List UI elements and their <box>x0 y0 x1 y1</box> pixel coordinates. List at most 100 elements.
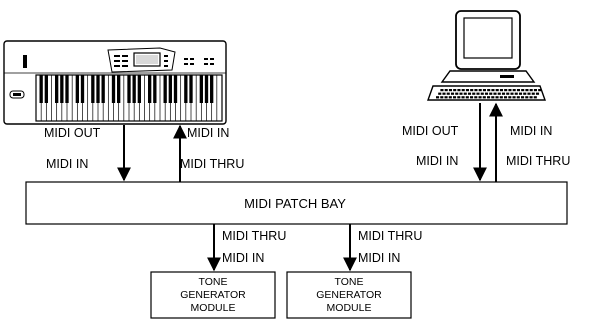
computer-base-unit <box>440 70 536 83</box>
computer-key <box>499 89 503 92</box>
computer-key <box>440 96 444 99</box>
piano-black-key <box>44 75 48 103</box>
piano-black-key <box>137 75 141 103</box>
piano-black-key <box>39 75 43 103</box>
computer-key <box>512 96 516 99</box>
computer-drive-slot <box>500 75 514 78</box>
computer-key <box>440 89 444 92</box>
module-1-line-1: TONE <box>199 276 228 288</box>
desktop-computer-icon <box>427 10 546 101</box>
module-2-midi-thru-label: MIDI THRU <box>358 229 422 243</box>
keyboard-slider <box>23 55 27 68</box>
computer-key <box>453 96 457 99</box>
computer-key <box>529 96 533 99</box>
piano-black-key <box>127 75 131 103</box>
piano-black-key <box>199 75 203 103</box>
computer-key <box>491 96 495 99</box>
computer-key <box>499 96 503 99</box>
computer-key <box>487 89 491 92</box>
piano-black-key <box>117 75 121 103</box>
patch-bay-thru-to-keyboard-label: MIDI THRU <box>180 157 244 171</box>
computer-key <box>436 96 440 99</box>
computer-key <box>489 92 493 95</box>
piano-black-key <box>111 75 116 103</box>
computer-keyboard-keys <box>436 89 542 99</box>
tone-generator-module-2 <box>286 271 412 319</box>
computer-key <box>510 92 514 95</box>
computer-key <box>521 96 525 99</box>
computer-key <box>514 92 518 95</box>
patch-bay-in-from-computer-label: MIDI IN <box>416 154 458 168</box>
pitch-wheel-grip <box>13 93 21 96</box>
computer-key <box>442 92 446 95</box>
computer-key <box>508 96 512 99</box>
computer-key <box>525 89 529 92</box>
piano-black-key <box>184 75 188 103</box>
module-2-line-3: MODULE <box>327 302 372 314</box>
computer-key <box>504 96 508 99</box>
computer-key <box>491 89 495 92</box>
piano-black-key <box>210 75 214 103</box>
piano-black-key <box>80 75 85 103</box>
module-2-line-1: TONE <box>335 276 364 288</box>
computer-key <box>457 89 461 92</box>
piano-black-key <box>91 75 95 103</box>
computer-key <box>478 96 482 99</box>
computer-key <box>459 92 463 95</box>
midi-patch-bay-label: MIDI PATCH BAY <box>244 196 346 211</box>
module-1-midi-in-label: MIDI IN <box>222 251 264 265</box>
module-2-midi-in-label: MIDI IN <box>358 251 400 265</box>
keyboard-control-panel <box>107 47 214 73</box>
computer-key <box>533 89 537 92</box>
piano-black-key <box>153 75 157 103</box>
computer-key <box>448 96 452 99</box>
patch-bay-in-from-keyboard-label: MIDI IN <box>46 157 88 171</box>
computer-key <box>438 92 442 95</box>
computer-key <box>465 96 469 99</box>
computer-key <box>531 92 535 95</box>
computer-key <box>508 89 512 92</box>
computer-key <box>487 96 491 99</box>
piano-black-key <box>189 75 193 103</box>
computer-key <box>535 92 540 95</box>
module-1-line-2: GENERATOR <box>180 289 246 301</box>
computer-key <box>480 92 484 95</box>
piano-black-key <box>55 75 59 103</box>
computer-key <box>467 92 472 95</box>
piano-black-key <box>101 75 105 103</box>
computer-key <box>516 96 520 99</box>
computer-key <box>444 89 448 92</box>
computer-key <box>474 89 478 92</box>
computer-key <box>495 96 499 99</box>
keyboard-midi-out-label: MIDI OUT <box>44 126 101 140</box>
computer-key <box>493 92 497 95</box>
computer-key <box>446 92 450 95</box>
computer-key <box>457 96 461 99</box>
keyboard-black-keys <box>39 75 214 103</box>
piano-black-key <box>163 75 167 103</box>
computer-key <box>518 92 523 95</box>
tone-generator-module-1 <box>150 271 276 319</box>
keyboard-synth-icon <box>3 40 227 125</box>
computer-key <box>453 89 457 92</box>
keyboard-display-screen <box>136 55 158 64</box>
computer-key <box>474 96 478 99</box>
piano-black-key <box>65 75 69 103</box>
computer-key <box>538 89 542 92</box>
computer-key <box>478 89 482 92</box>
piano-black-key <box>75 75 79 103</box>
computer-key <box>463 92 467 95</box>
computer-key <box>470 89 474 92</box>
computer-key <box>521 89 525 92</box>
module-1-midi-thru-label: MIDI THRU <box>222 229 286 243</box>
computer-key <box>472 92 476 95</box>
computer-key <box>444 96 448 99</box>
computer-key <box>484 92 489 95</box>
piano-black-key <box>204 75 209 103</box>
computer-key <box>527 92 531 95</box>
computer-key <box>482 89 486 92</box>
computer-key <box>448 89 452 92</box>
computer-key <box>482 96 486 99</box>
computer-midi-in-label: MIDI IN <box>510 124 552 138</box>
computer-key <box>523 92 527 95</box>
